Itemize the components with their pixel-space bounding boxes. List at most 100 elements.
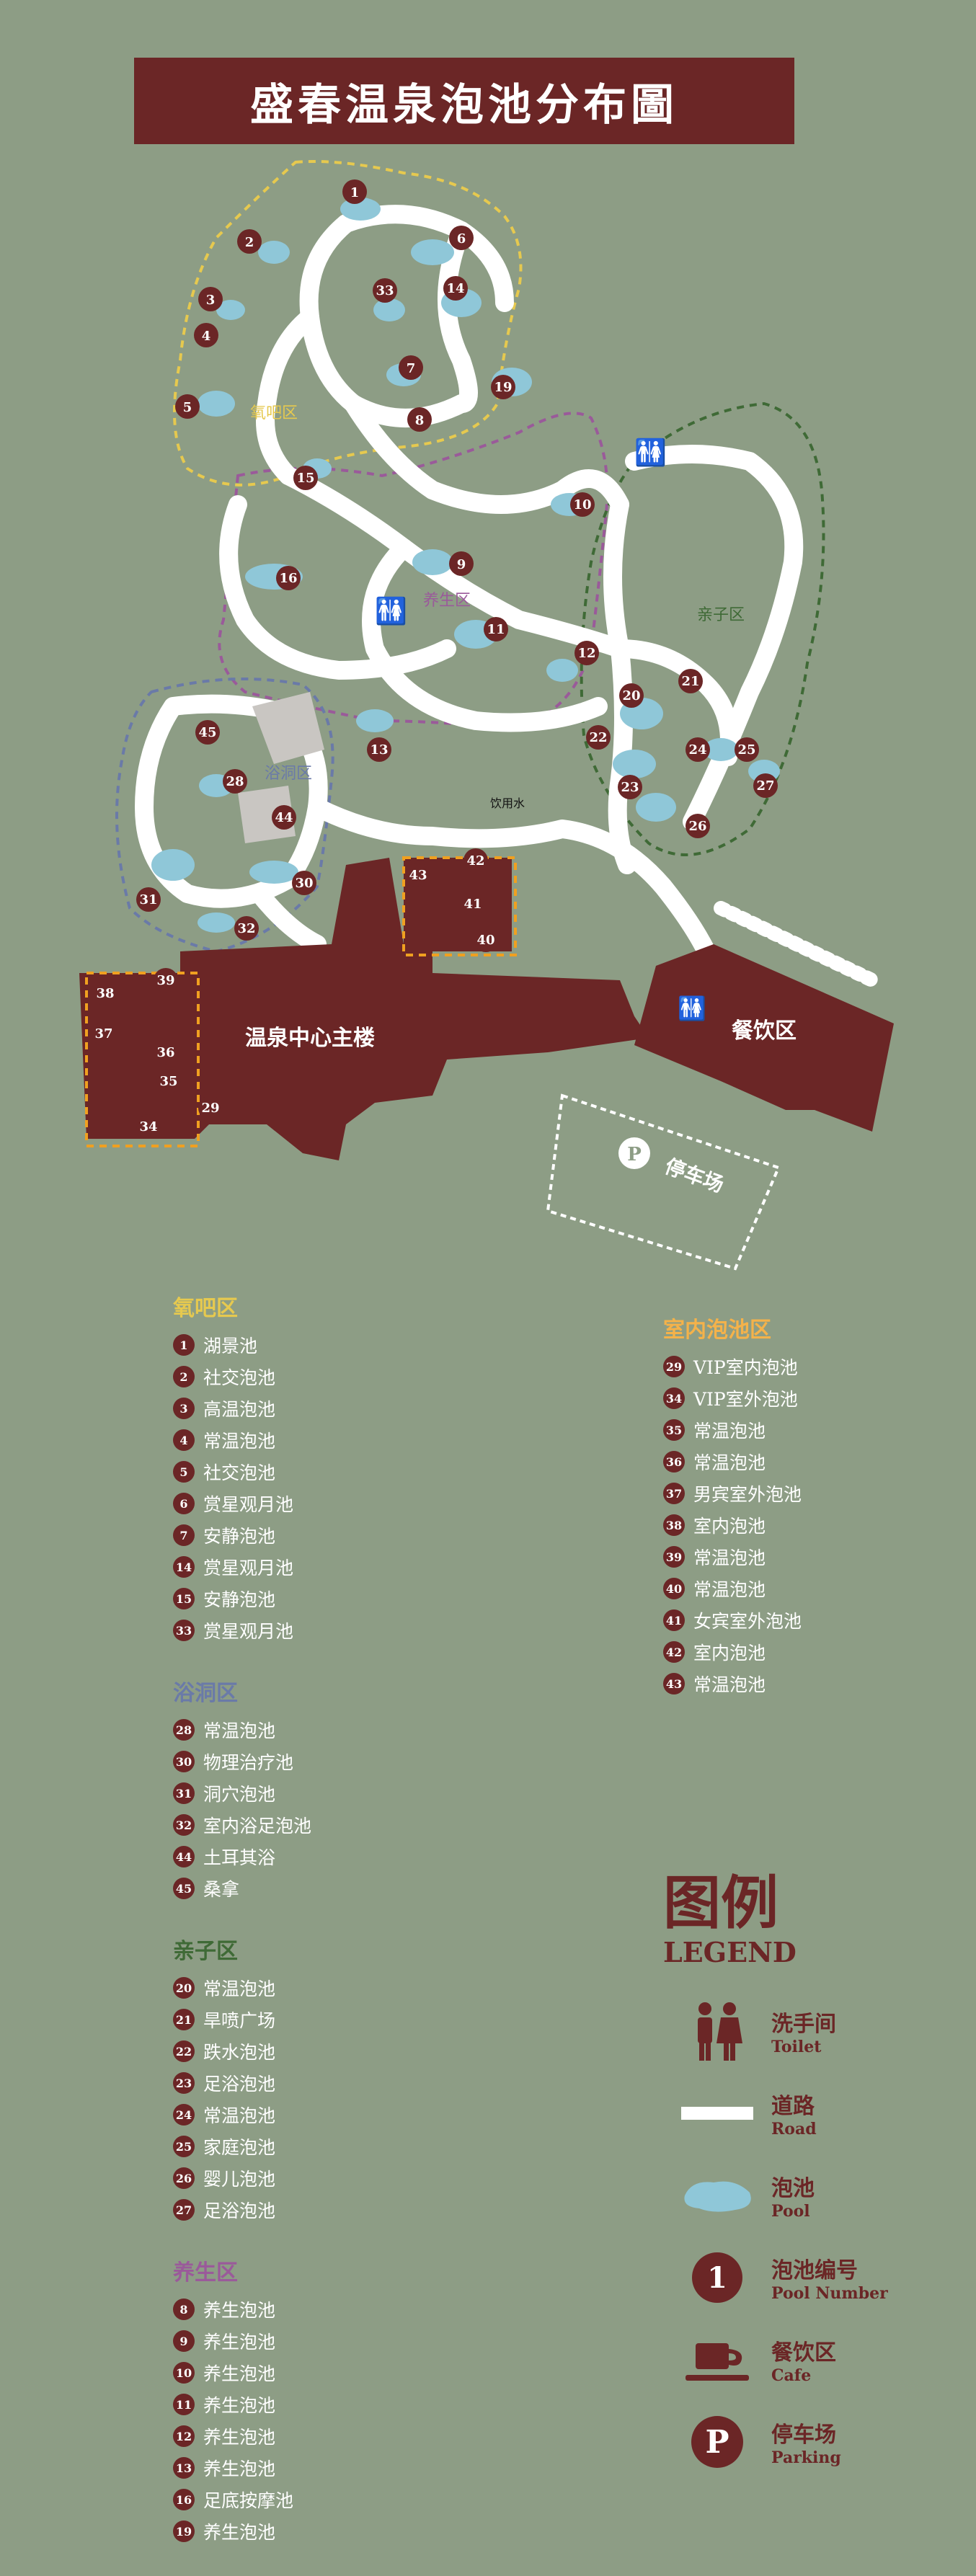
svg-text:19: 19 bbox=[494, 380, 512, 395]
pool-number-badge: 23 bbox=[618, 775, 642, 799]
pool-number-badge: 9 bbox=[449, 551, 474, 576]
zone-label-yang: 氧吧区 bbox=[250, 404, 298, 422]
pool-name: 室内浴足泡池 bbox=[203, 1816, 312, 1836]
pool-number-badge: 35 bbox=[156, 1069, 181, 1093]
pool-number-badge: 13 bbox=[367, 737, 391, 762]
pool-number: 10 bbox=[173, 2362, 195, 2384]
pool-number-badge: 28 bbox=[223, 769, 247, 794]
main-building-label: 温泉中心主楼 bbox=[245, 1026, 375, 1051]
svg-text:32: 32 bbox=[237, 921, 255, 936]
pools bbox=[151, 197, 780, 933]
pool-name: 足底按摩池 bbox=[203, 2490, 294, 2511]
svg-text:🚻: 🚻 bbox=[634, 438, 667, 468]
pool-list-item: 24 常温泡池 bbox=[173, 2099, 505, 2131]
pool-number: 24 bbox=[173, 2104, 195, 2126]
svg-text:🚻: 🚻 bbox=[375, 596, 407, 626]
map-title: 盛春温泉泡池分布圖 bbox=[134, 58, 794, 144]
pool-name: 常温泡池 bbox=[203, 2105, 276, 2126]
pool-number: 29 bbox=[663, 1356, 685, 1377]
parking-icon: P bbox=[663, 2416, 771, 2468]
pool-number: 45 bbox=[173, 1878, 195, 1899]
pool-name: 洞穴泡池 bbox=[203, 1784, 276, 1805]
pool-number-badge: 2 bbox=[237, 229, 262, 254]
pool-name: 婴儿泡池 bbox=[203, 2169, 276, 2190]
pool-number: 3 bbox=[173, 1398, 195, 1419]
pool-number-badge: 31 bbox=[136, 887, 161, 912]
pool-number-badge: 12 bbox=[574, 641, 599, 665]
toilet-icon bbox=[663, 1999, 771, 2064]
pool-name: 养生泡池 bbox=[203, 2300, 276, 2321]
pool-name: 室内泡池 bbox=[693, 1516, 766, 1537]
legend-label: 洗手间 bbox=[771, 2012, 836, 2037]
legend-label-en: Toilet bbox=[771, 2038, 822, 2056]
svg-text:10: 10 bbox=[573, 497, 591, 512]
pool-number-badge: 36 bbox=[154, 1040, 178, 1065]
pool-number: 7 bbox=[173, 1524, 195, 1546]
zone-label-qin: 亲子区 bbox=[697, 606, 745, 624]
pool-number: 19 bbox=[173, 2521, 195, 2542]
pool-number: 34 bbox=[663, 1387, 685, 1409]
pool-number-badge: 16 bbox=[276, 566, 301, 590]
pool-name: 赏星观月池 bbox=[203, 1621, 294, 1642]
pool-number: 4 bbox=[173, 1429, 195, 1451]
pool-name: 桑拿 bbox=[203, 1879, 240, 1900]
pool-name: 常温泡池 bbox=[693, 1674, 766, 1695]
pool-name: 常温泡池 bbox=[693, 1579, 766, 1600]
pool-number-badge: 22 bbox=[586, 725, 611, 750]
zone-title: 亲子区 bbox=[173, 1939, 238, 1964]
pool-number-badge: 8 bbox=[407, 407, 432, 432]
svg-text:14: 14 bbox=[446, 281, 464, 296]
legend-subtitle: LEGEND bbox=[663, 1936, 797, 1968]
pool-name: VIP室外泡池 bbox=[693, 1389, 798, 1410]
pool-number: 5 bbox=[173, 1461, 195, 1483]
pool-number: 16 bbox=[173, 2489, 195, 2510]
legend-label: 餐饮区 bbox=[771, 2340, 836, 2366]
pool-icon bbox=[663, 2174, 771, 2217]
toilet-icon: 🚻 🚻 🚻 bbox=[375, 438, 706, 1022]
cafe-label: 餐饮区 bbox=[732, 1018, 797, 1044]
pool-number: 39 bbox=[663, 1546, 685, 1568]
pool-number-badge: 6 bbox=[449, 226, 474, 250]
pool-number-badge: 3 bbox=[198, 287, 223, 311]
pool-number: 9 bbox=[173, 2330, 195, 2352]
svg-text:31: 31 bbox=[139, 892, 157, 907]
pool-number-badge: 1 bbox=[342, 179, 367, 204]
pool-list-item: 16 足底按摩池 bbox=[173, 2484, 505, 2515]
pool-number: 23 bbox=[173, 2072, 195, 2094]
pool-number-badge: 7 bbox=[399, 355, 423, 380]
legend-label-en: Road bbox=[771, 2120, 817, 2138]
pool-number: 36 bbox=[663, 1451, 685, 1473]
legend-label-en: Parking bbox=[771, 2448, 841, 2467]
svg-text:P: P bbox=[627, 1144, 642, 1165]
pool-number: 12 bbox=[173, 2425, 195, 2447]
pool-name: 常温泡池 bbox=[693, 1421, 766, 1442]
cafe-icon bbox=[663, 2335, 771, 2385]
pool-list-item: 34 VIP室外泡池 bbox=[663, 1382, 951, 1414]
zone-title: 室内泡池区 bbox=[663, 1318, 771, 1343]
pool-number: 27 bbox=[173, 2199, 195, 2221]
svg-text:34: 34 bbox=[139, 1119, 157, 1134]
svg-text:3: 3 bbox=[206, 293, 216, 308]
svg-text:13: 13 bbox=[370, 742, 388, 758]
svg-text:8: 8 bbox=[415, 413, 425, 428]
pool-number-badge: 5 bbox=[175, 394, 200, 419]
pool-number: 38 bbox=[663, 1514, 685, 1536]
svg-text:23: 23 bbox=[621, 780, 639, 795]
